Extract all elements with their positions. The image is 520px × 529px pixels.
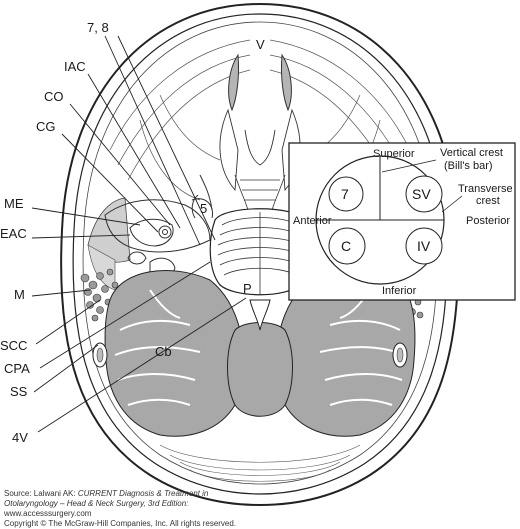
inset-quadrant-c: C [341,238,351,254]
inset-anterior: Anterior [293,215,332,227]
inset-quadrant-sv: SV [412,186,431,202]
caption-copyright: Copyright © The McGraw-Hill Companies, I… [4,519,237,528]
temporal-bone [104,198,214,280]
inset-superior: Superior [373,148,415,160]
cerebellum [104,270,416,437]
inset-quadrant-7: 7 [341,186,349,202]
label-cg: CG [36,119,56,134]
label-co: CO [44,89,64,104]
inset-bills-bar: (Bill's bar) [444,160,493,172]
inset-posterior: Posterior [466,215,510,227]
label-eac: EAC [0,226,27,241]
label-cb: Cb [155,344,172,359]
label-p: P [243,281,252,296]
caption-line-2: Otolaryngology – Head & Neck Surgery, 3r… [4,499,188,509]
source-caption: Source: Lalwani AK: CURRENT Diagnosis & … [4,489,208,499]
label-scc: SCC [0,338,27,353]
outer-labels: 7, 8 IAC CO CG ME EAC M SCC CPA SS 4V 5 … [0,20,265,445]
inset-inferior: Inferior [382,285,417,297]
caption-book-title-1: CURRENT Diagnosis & Treatment in [77,489,209,498]
label-7-8: 7, 8 [87,20,109,35]
label-m: M [14,287,25,302]
caption-source-prefix: Source: Lalwani AK: [4,489,78,498]
label-iac: IAC [64,59,86,74]
label-me: ME [4,196,24,211]
caption-website: www.accesssurgery.com [4,509,92,518]
label-5: 5 [200,201,207,216]
inset-transverse: Transverse [458,183,513,195]
label-v: V [256,37,265,52]
trigeminal-region [191,174,213,219]
occipital-region [159,444,361,482]
label-cpa: CPA [4,361,30,376]
caption-book-title-2: Otolaryngology – Head & Neck Surgery, 3r… [4,499,189,508]
label-ss: SS [10,384,28,399]
inset-crest: crest [476,195,500,207]
iac-cross-section-inset: 7 SV C IV Superior Inferior Anterior Pos… [288,142,516,301]
leader-lines [31,35,247,433]
sigmoid-sinuses [92,342,408,368]
label-4v: 4V [12,430,28,445]
inset-vertical-crest: Vertical crest [440,147,503,159]
inset-quadrant-iv: IV [417,238,431,254]
